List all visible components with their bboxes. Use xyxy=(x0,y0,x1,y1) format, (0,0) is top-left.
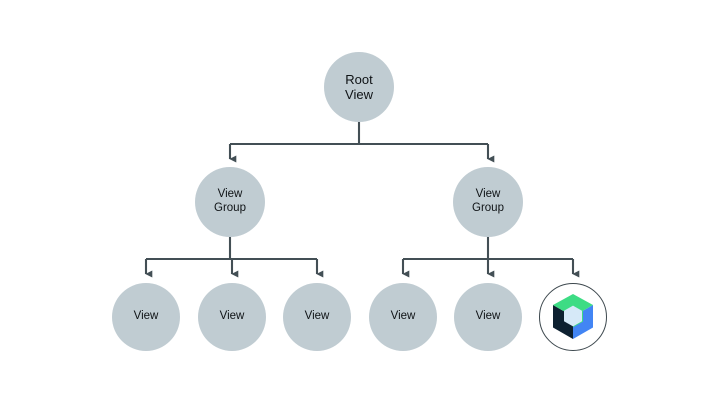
node-view-5[interactable]: View xyxy=(454,283,522,351)
node-view-group-left[interactable]: View Group xyxy=(195,167,265,237)
jetpack-compose-icon xyxy=(550,274,596,360)
node-view-3-label: View xyxy=(304,310,330,323)
node-root-view[interactable]: Root View xyxy=(324,52,394,122)
node-view-5-label: View xyxy=(475,310,501,323)
node-view-group-right-label: View Group xyxy=(472,188,504,214)
node-view-2-label: View xyxy=(219,310,245,323)
node-root-view-label: Root View xyxy=(345,71,373,102)
node-view-4-label: View xyxy=(390,310,416,323)
node-view-3[interactable]: View xyxy=(283,283,351,351)
node-compose-logo[interactable] xyxy=(539,283,607,351)
node-view-group-left-label: View Group xyxy=(214,188,246,214)
node-view-2[interactable]: View xyxy=(198,283,266,351)
node-view-1[interactable]: View xyxy=(112,283,180,351)
node-view-4[interactable]: View xyxy=(369,283,437,351)
node-view-group-right[interactable]: View Group xyxy=(453,167,523,237)
node-view-1-label: View xyxy=(133,310,159,323)
